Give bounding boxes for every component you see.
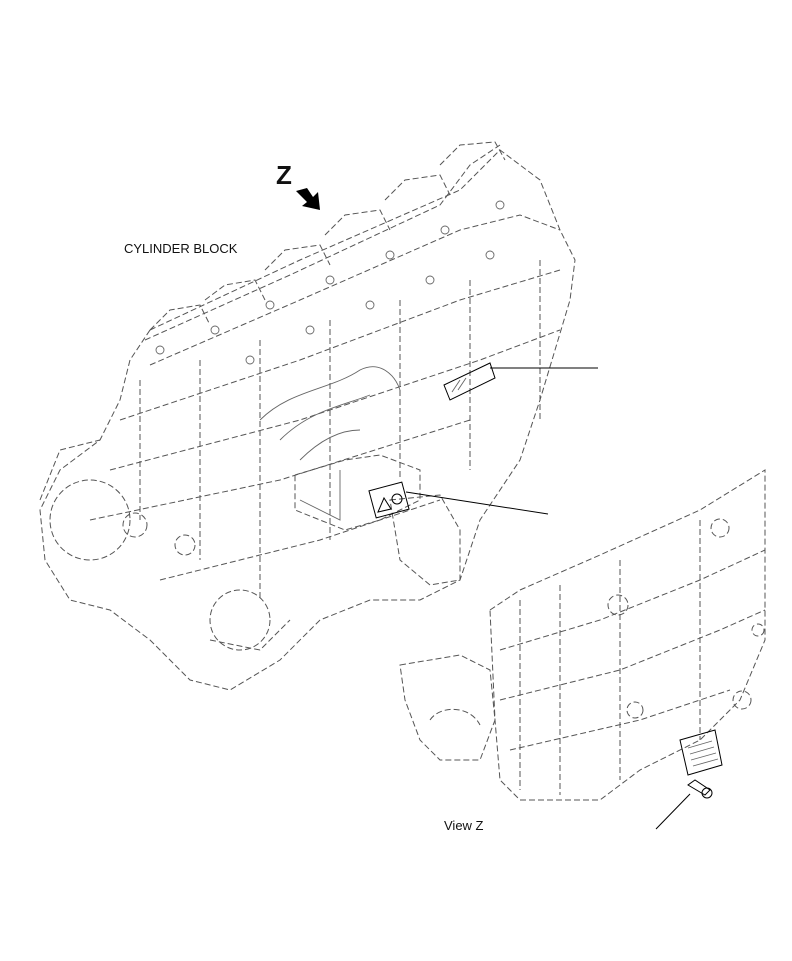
direction-marker-z: Z: [276, 160, 292, 190]
cylinder-block-label: CYLINDER BLOCK: [124, 241, 238, 256]
view-z-label: View Z: [444, 818, 484, 833]
engine-assembly-drawing: [39, 141, 576, 691]
leader-line-bolt: [655, 793, 691, 830]
direction-arrow-z: [296, 188, 320, 210]
view-z-detail-drawing: [399, 469, 766, 801]
warning-plate: [368, 481, 410, 519]
leader-line-plate: [405, 491, 549, 515]
